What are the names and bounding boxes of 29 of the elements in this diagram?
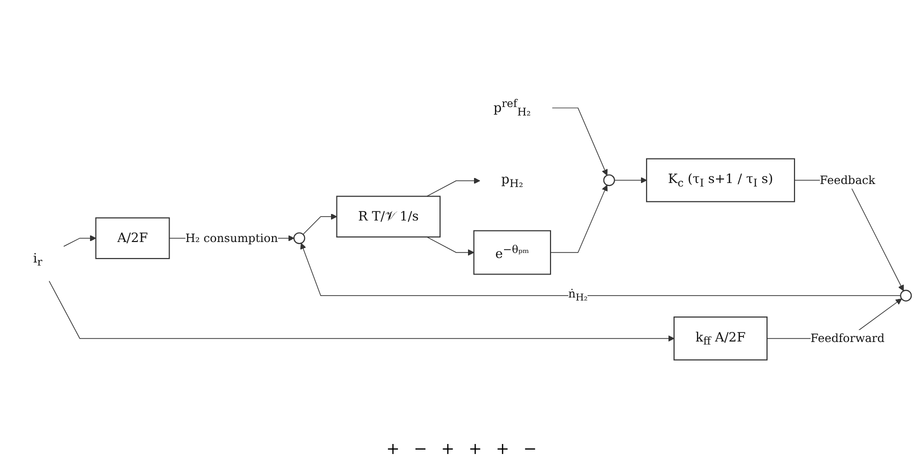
node-circle xyxy=(900,290,912,302)
node-box: e$^{−θₚₘ}$ xyxy=(473,230,552,275)
node-box: K$_{c}$ (τ$_{I}$ s+1 / τ$_{I}$ s) xyxy=(646,158,796,202)
sign-label: − xyxy=(523,439,537,458)
arrow xyxy=(63,235,96,247)
arrow xyxy=(300,242,901,296)
arrow xyxy=(426,178,480,197)
arrow xyxy=(302,214,338,235)
arrow xyxy=(552,108,608,176)
node-box: A/2F xyxy=(95,217,170,260)
node-box: R T/𝒱 1/s xyxy=(336,196,441,238)
sign-label: + xyxy=(386,439,400,458)
arrow xyxy=(426,236,474,256)
arrow xyxy=(550,184,608,253)
arrow xyxy=(48,280,674,342)
sign-label: + xyxy=(468,439,482,458)
arrow xyxy=(614,177,647,184)
sign-label: + xyxy=(496,439,510,458)
sign-label: − xyxy=(414,439,428,458)
node-circle xyxy=(293,232,306,244)
node-text: p$_{H₂}$ xyxy=(501,172,524,190)
edge-label: H₂ consumption xyxy=(185,231,278,245)
node-box: k$_{ff}$ A/2F xyxy=(674,316,768,360)
edge-label: Feedback xyxy=(820,173,876,187)
sign-label: + xyxy=(441,439,454,458)
node-text: i$_{r}$ xyxy=(33,251,42,269)
edge-label: Feedforward xyxy=(810,331,885,345)
node-circle xyxy=(603,174,616,186)
edge-label: ṅ$_{H₂}$ xyxy=(568,287,588,304)
